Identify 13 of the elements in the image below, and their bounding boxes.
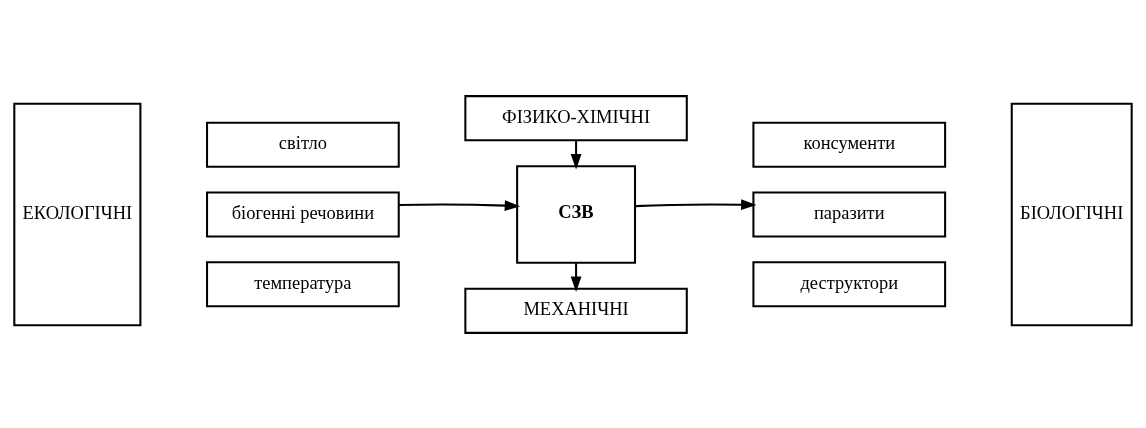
node-box: консументи	[752, 121, 947, 168]
node-box: ЕКОЛОГІЧНІ	[13, 102, 142, 326]
arrow	[398, 199, 521, 211]
node-box: СЗВ	[516, 164, 637, 264]
node-box: світло	[206, 121, 400, 168]
node-box: ФІЗИКО-ХІМІЧНІ	[464, 94, 688, 141]
node-box: паразити	[752, 190, 947, 238]
node-box: МЕХАНІЧНІ	[464, 287, 688, 334]
node-box: БІОЛОГІЧНІ	[1010, 102, 1133, 326]
arrow	[635, 198, 757, 210]
node-box: температура	[206, 260, 400, 307]
node-box: біогенні речовини	[206, 190, 400, 238]
node-box: деструктори	[752, 260, 947, 307]
